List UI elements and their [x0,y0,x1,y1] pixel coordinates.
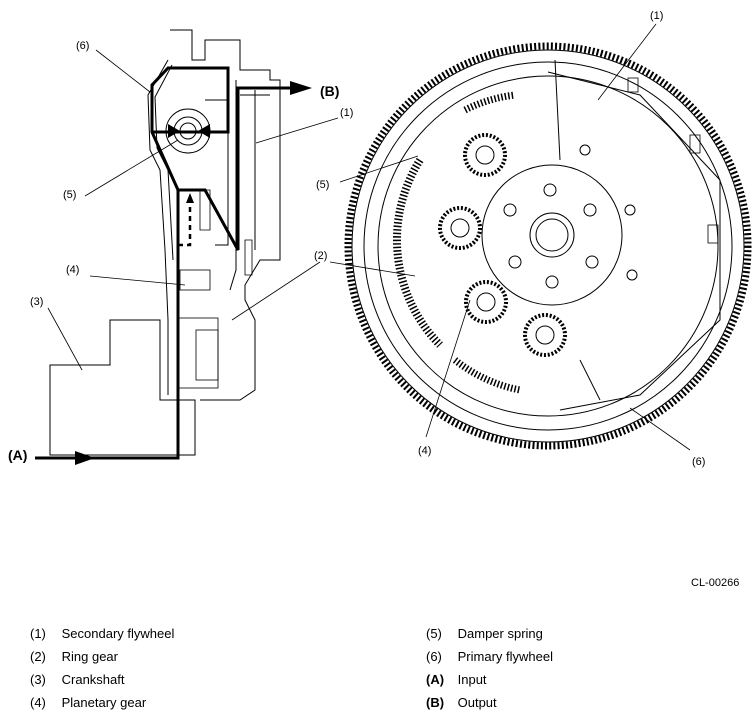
flywheel-diagram: (6) (1) (5) (4) (2) (3) (A) (B) (1) (5) … [8,10,752,468]
legend-item: (3) Crankshaft [30,672,125,687]
legend-item: (2) Ring gear [30,649,118,664]
legend-col-right: (5) Damper spring (6) Primary flywheel (… [426,626,553,718]
callout-6-right: (6) [692,456,705,468]
legend-col-left: (1) Secondary flywheel (2) Ring gear (3)… [30,626,174,718]
legend-item: (1) Secondary flywheel [30,626,175,641]
callout-6-left: (6) [76,40,89,52]
legend-item: (B) Output [426,695,497,710]
callout-3: (3) [30,296,43,308]
callout-4-right: (4) [418,445,431,457]
leader-lines [47,23,691,451]
callout-4-left: (4) [66,264,79,276]
legend-item: (A) Input [426,672,487,687]
callout-5-left: (5) [63,189,76,201]
callout-5-right: (5) [316,179,329,191]
cross-section-view [35,29,312,465]
flywheel-view [344,42,752,450]
callout-1-left: (1) [340,107,353,119]
callout-input: (A) [8,447,27,463]
callout-labels: (6) (1) (5) (4) (2) (3) (A) (B) (1) (5) … [8,10,705,468]
callout-output: (B) [320,83,339,99]
figure-code: CL-00266 [691,577,740,589]
legend-item: (4) Planetary gear [30,695,147,710]
legend-item: (6) Primary flywheel [426,649,553,664]
callout-2: (2) [314,250,327,262]
legend-item: (5) Damper spring [426,626,543,641]
callout-1-right: (1) [650,10,663,22]
